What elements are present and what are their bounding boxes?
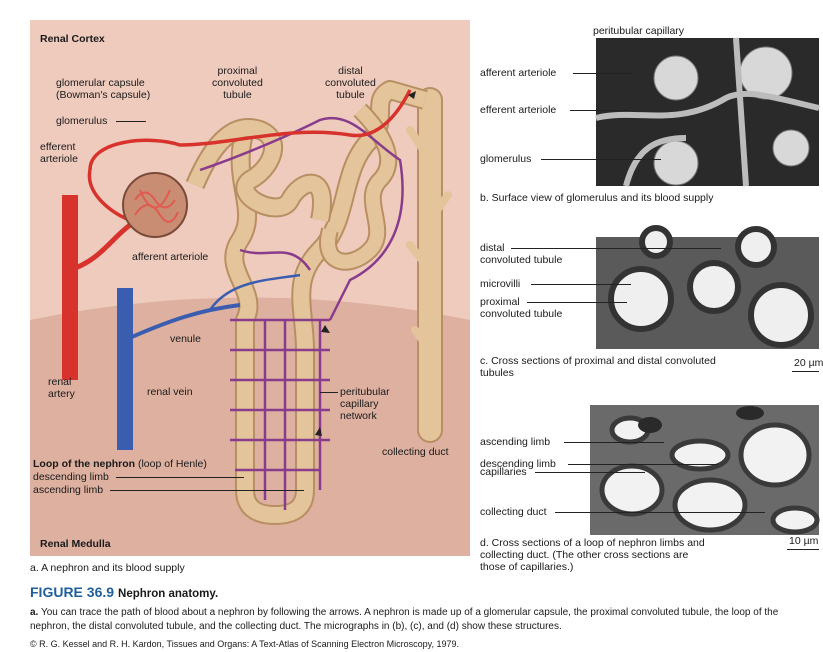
glomerular-capsule-label: glomerular capsule (Bowman's capsule) [56, 77, 151, 101]
d-capillaries-label: capillaries [480, 466, 527, 478]
b-efferent-arteriole-label: efferent arteriole [480, 104, 557, 116]
glomerular-capsule [122, 172, 188, 238]
figure-body-lead: a. [30, 607, 39, 618]
c-proximal-label: proximal convoluted tubule [480, 296, 563, 320]
d-collecting-duct-label: collecting duct [480, 506, 547, 518]
loop-title: Loop of the nephron (loop of Henle) [33, 458, 207, 470]
micrograph-d [590, 405, 820, 535]
figure-body-text: You can trace the path of blood about a … [30, 607, 779, 632]
renal-medulla-label: Renal Medulla [40, 538, 111, 550]
proximal-tubule [187, 120, 330, 222]
venule-label: venule [170, 333, 201, 345]
c-distal-label: distal convoluted tubule [480, 242, 563, 266]
distal-tubule-label: distal convoluted tubule [325, 65, 376, 101]
figure-number: FIGURE 36.9 [30, 584, 115, 600]
afferent-arteriole [69, 223, 132, 273]
ascending-limb-label: ascending limb [33, 484, 104, 496]
d-scale-label: 10 µm [789, 535, 819, 547]
figure-body: a. You can trace the path of blood about… [30, 606, 800, 634]
nephron-tubule [226, 82, 428, 523]
venule [124, 303, 241, 342]
panel-c-caption: c. Cross sections of proximal and distal… [480, 355, 716, 379]
nephron-illustration: Renal Cortex proximal convoluted tubule … [30, 20, 470, 556]
afferent-arteriole-label: afferent arteriole [132, 251, 209, 263]
b-afferent-arteriole-label: afferent arteriole [480, 67, 557, 79]
micrograph-c [596, 225, 819, 349]
renal-artery-label: renal artery [48, 376, 75, 400]
panel-d-caption: d. Cross sections of a loop of nephron l… [480, 537, 705, 573]
figure-credit: © R. G. Kessel and R. H. Kardon, Tissues… [30, 639, 460, 649]
glomerulus-coil [134, 189, 179, 223]
d-ascending-label: ascending limb [480, 436, 551, 448]
figure-name: Nephron anatomy. [118, 588, 219, 600]
loop-title-sub: (loop of Henle) [135, 458, 207, 470]
flow-arrows [315, 91, 416, 436]
proximal-tubule-label: proximal convoluted tubule [212, 65, 263, 101]
collecting-duct-label: collecting duct [382, 446, 449, 458]
renal-vein-label: renal vein [147, 386, 193, 398]
peritubular-capillary-label: peritubular capillary [593, 25, 685, 37]
c-microvilli-label: microvilli [480, 278, 521, 290]
efferent-arteriole [88, 89, 412, 171]
distal-tubule [321, 105, 396, 269]
peritubular-network-label: peritubular capillary network [340, 386, 390, 422]
c-scale-label: 20 µm [794, 357, 823, 369]
descending-limb-label: descending limb [33, 471, 109, 483]
glomerulus-label: glomerulus [56, 115, 108, 127]
nephron-diagram [30, 80, 470, 556]
b-glomerulus-label: glomerulus [480, 153, 532, 165]
panel-b-caption: b. Surface view of glomerulus and its bl… [480, 192, 714, 204]
d-descending-label: descending limb [480, 458, 556, 470]
micrograph-b [595, 37, 820, 187]
renal-cortex-label: Renal Cortex [40, 33, 105, 45]
efferent-arteriole-label: efferent arteriole [40, 141, 78, 165]
panel-a-caption: a. A nephron and its blood supply [30, 562, 185, 574]
loop-title-bold: Loop of the nephron [33, 458, 136, 470]
